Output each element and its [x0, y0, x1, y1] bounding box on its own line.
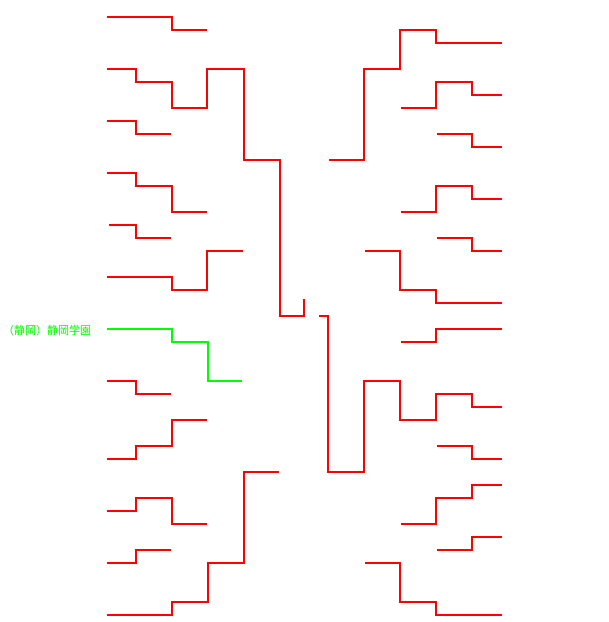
bracket-line [109, 224, 171, 239]
bracket-line [107, 16, 207, 31]
bracket-line [107, 380, 171, 395]
bracket-line [437, 445, 502, 460]
bracket-line [319, 315, 502, 473]
bracket-line [365, 250, 502, 304]
bracket-line [107, 68, 305, 317]
bracket-line [107, 419, 207, 460]
bracket-line [401, 81, 502, 109]
bracket-line [107, 172, 207, 213]
bracket-line [401, 484, 502, 525]
bracket-line [107, 120, 171, 135]
bracket-line [107, 497, 207, 525]
right-bracket [319, 29, 502, 616]
left-bracket [107, 16, 305, 616]
bracket-line [437, 237, 502, 252]
bracket-line [329, 29, 502, 161]
bracket-line [401, 185, 502, 213]
bracket-line [437, 133, 502, 148]
bracket-line [365, 562, 502, 616]
bracket-line [401, 328, 502, 343]
bracket-line [107, 250, 243, 291]
bracket-line [107, 549, 171, 564]
bracket-line [437, 536, 502, 551]
bracket-line [107, 471, 279, 616]
advancing-path-shizuoka-gakuen [107, 328, 242, 382]
team-label-shizuoka-gakuen: （静岡）静岡学園 [3, 324, 91, 337]
